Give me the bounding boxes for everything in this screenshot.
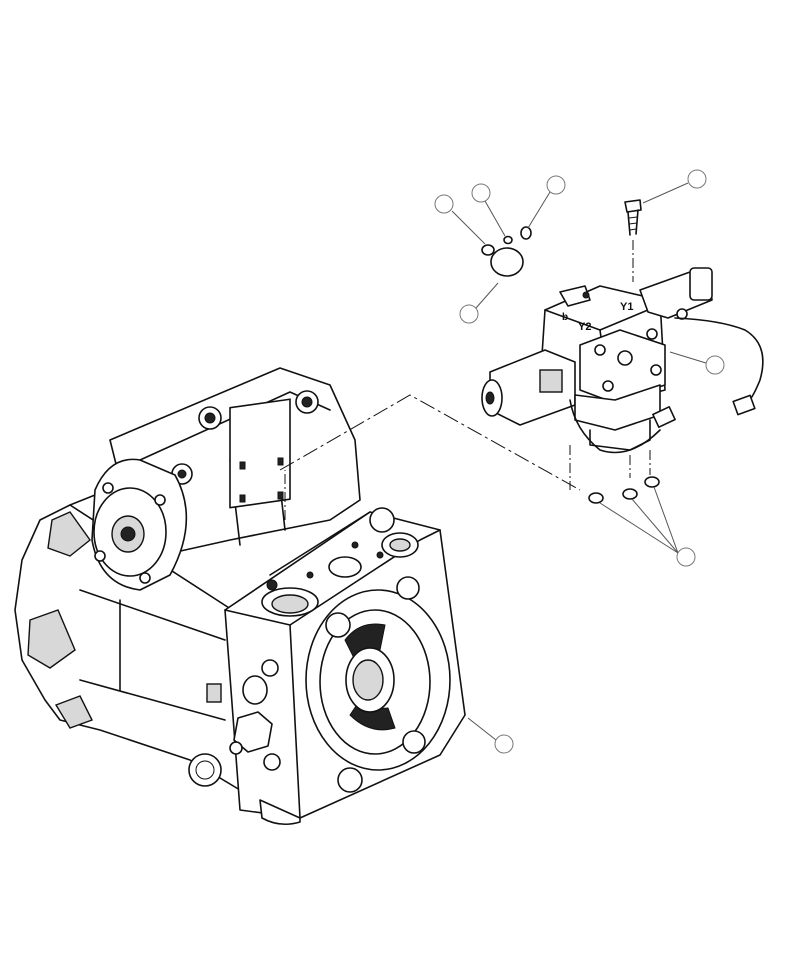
mounting-centerline [279,394,581,491]
callout-bubble [705,355,725,375]
o-rings-bottom [588,476,660,504]
callout-bubble [676,547,696,567]
callout-bubble [546,175,566,195]
callout-bubble [687,169,707,189]
o-rings-top [481,226,532,277]
label-b: b [562,312,568,323]
pump-assembly [14,367,466,826]
callout-bubble [459,304,479,324]
callout-bubble [434,194,454,214]
valve-assembly: Y1 Y2 b [481,199,764,490]
screw [624,199,642,236]
callout-bubble [471,183,491,203]
label-y2: Y2 [578,321,591,333]
callouts [434,169,725,754]
callout-bubble [494,734,514,754]
label-y1: Y1 [620,301,633,313]
